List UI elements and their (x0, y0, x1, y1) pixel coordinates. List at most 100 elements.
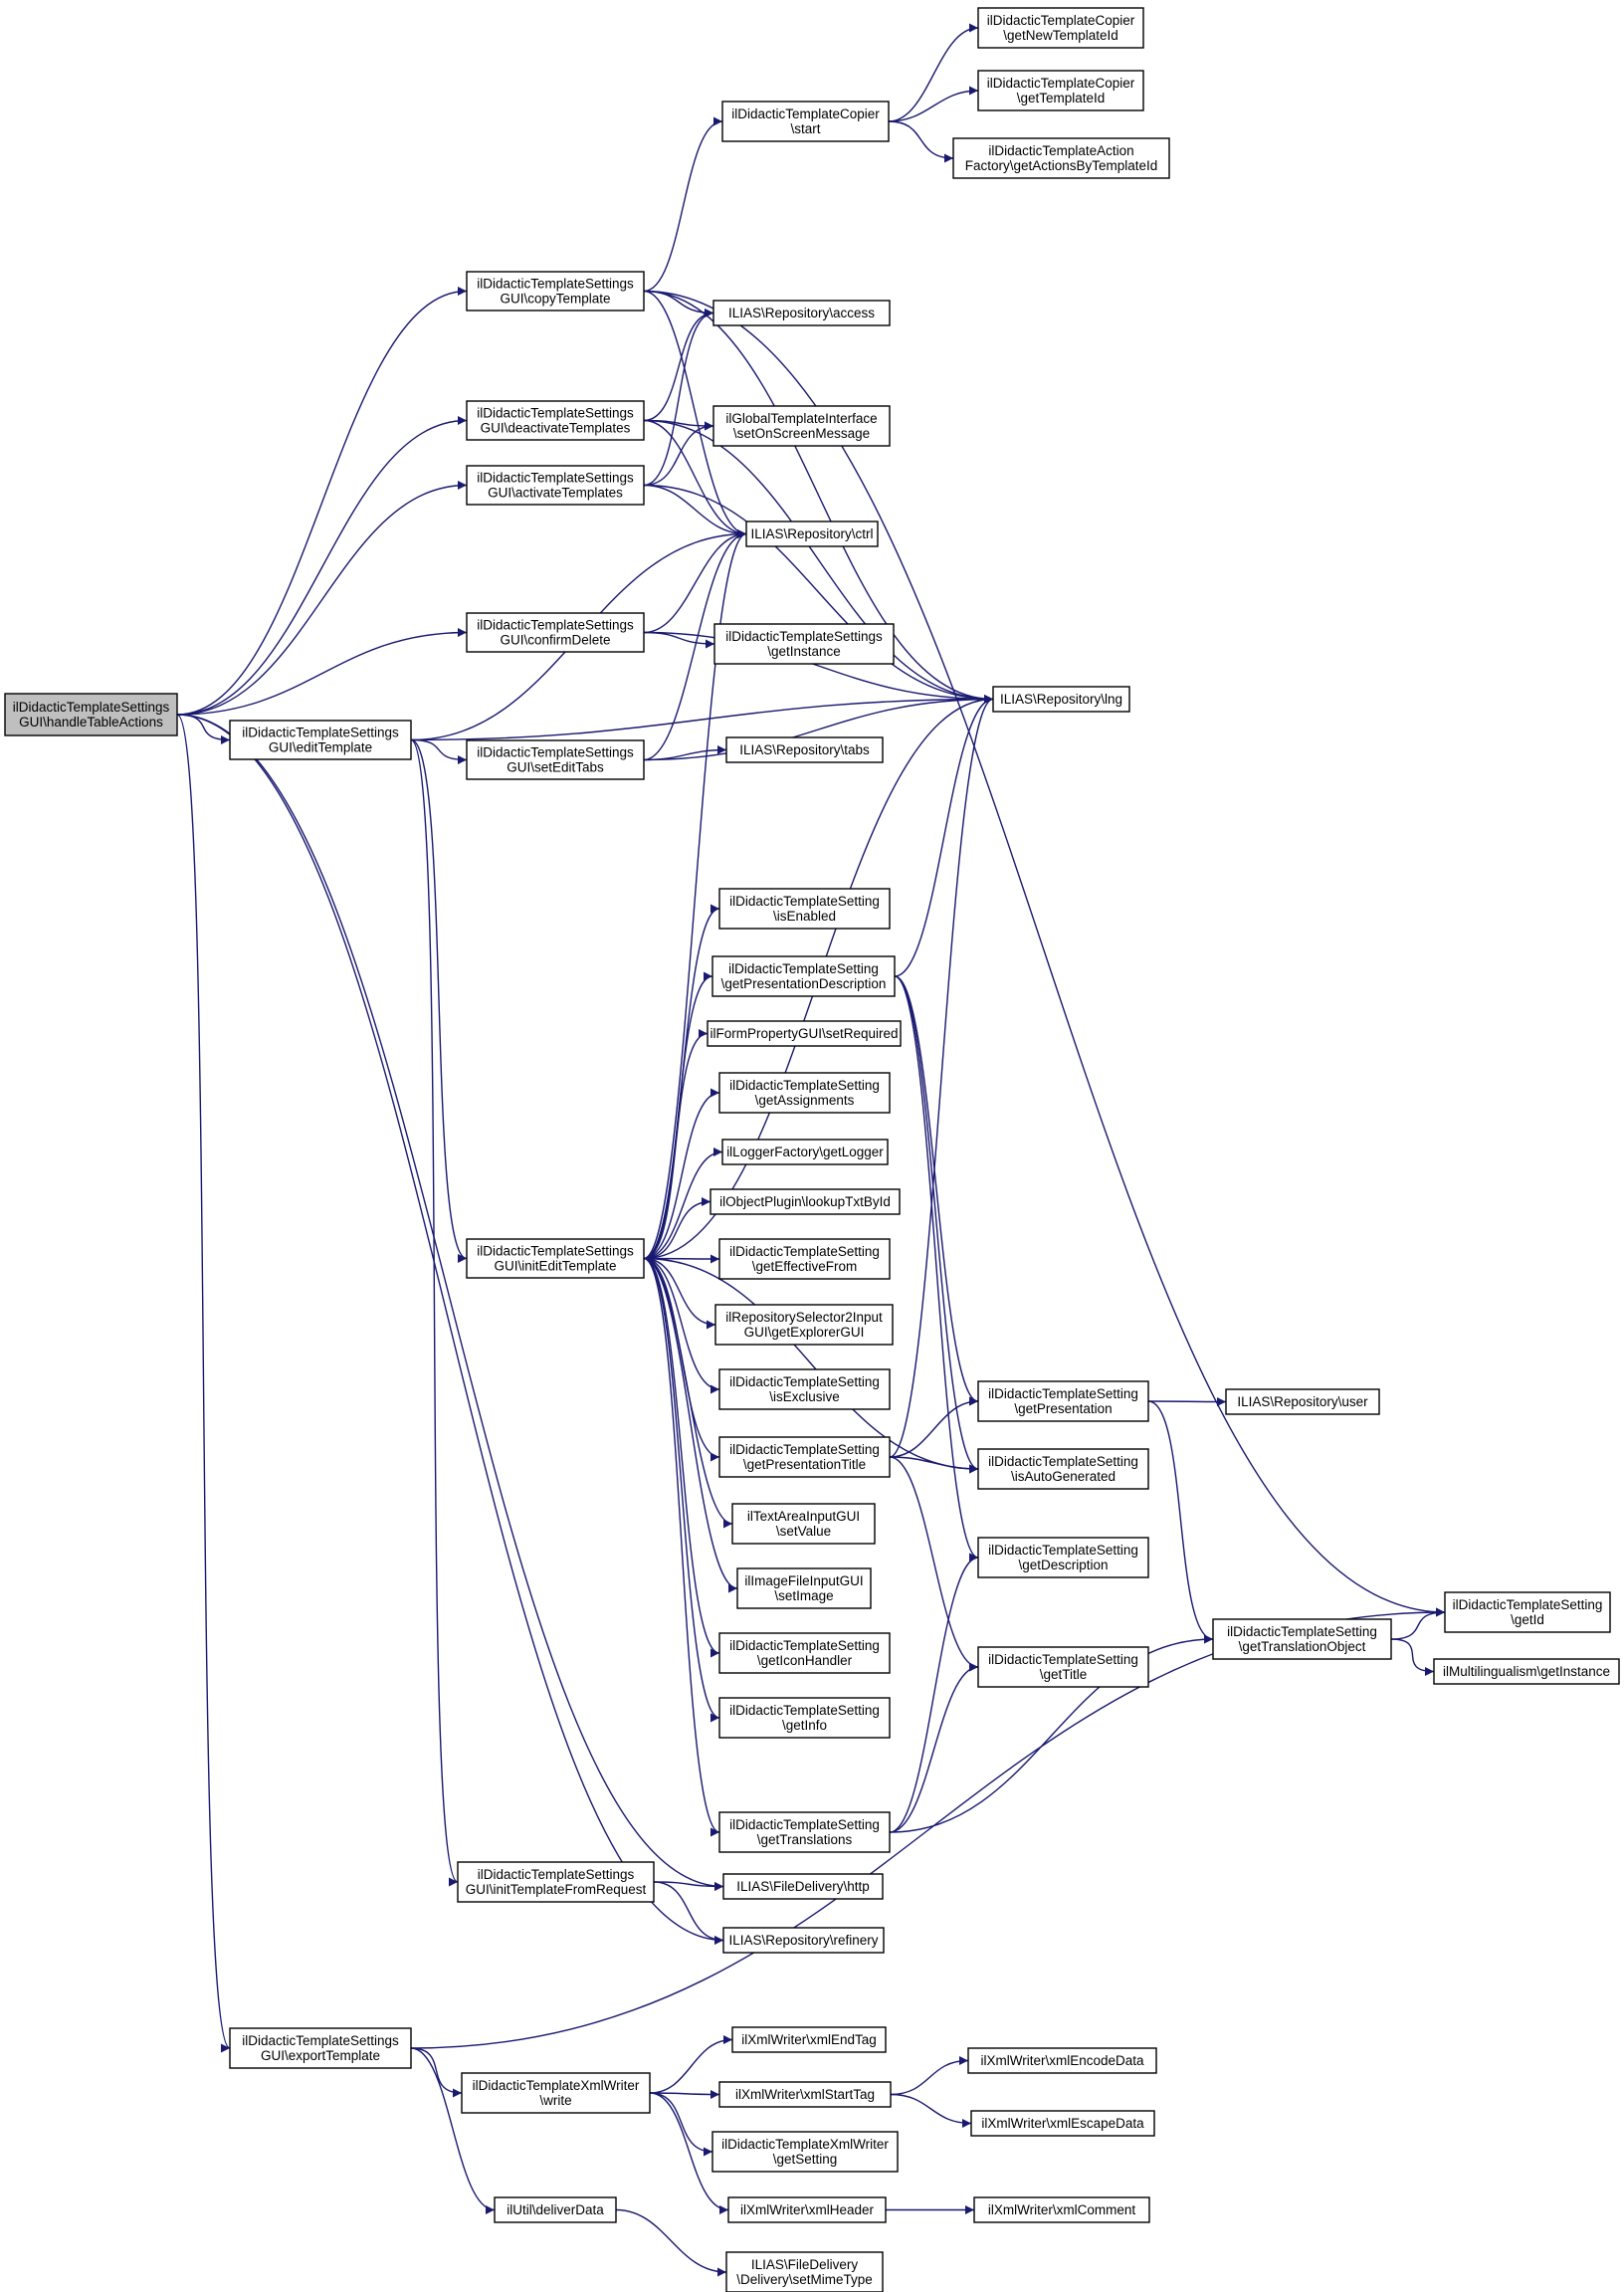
node-trans-obj[interactable]: ilDidacticTemplateSetting\getTranslation… (1212, 1618, 1392, 1660)
node-edit-template[interactable]: ilDidacticTemplateSettingsGUI\editTempla… (229, 720, 412, 760)
node-on-screen[interactable]: ilGlobalTemplateInterface\setOnScreenMes… (712, 405, 891, 447)
node-get-pres-desc[interactable]: ilDidacticTemplateSetting\getPresentatio… (711, 955, 896, 997)
node-icon-handler[interactable]: ilDidacticTemplateSetting\getIconHandler (718, 1632, 891, 1674)
node-access[interactable]: ILIAS\Repository\access (712, 300, 891, 326)
node-copier-tpl-id[interactable]: ilDidacticTemplateCopier\getTemplateId (977, 70, 1144, 111)
node-label: \getDescription (1018, 1558, 1108, 1572)
node-copier-new-id[interactable]: ilDidacticTemplateCopier\getNewTemplateI… (977, 7, 1144, 49)
node-xml-header[interactable]: ilXmlWriter\xmlHeader (727, 2196, 887, 2223)
node-set-required[interactable]: ilFormPropertyGUI\setRequired (707, 1020, 902, 1047)
node-set-edit-tabs[interactable]: ilDidacticTemplateSettingsGUI\setEditTab… (466, 739, 645, 780)
node-label: \setImage (774, 1588, 833, 1603)
node-label: ILIAS\FileDelivery (751, 2257, 859, 2272)
node-mime-type[interactable]: ILIAS\FileDelivery\Delivery\setMimeType (725, 2251, 884, 2292)
edge-init-edit-to-icon-handler (643, 1257, 720, 1658)
node-label: ilDidacticTemplateSetting (729, 894, 880, 909)
node-label: \getAssignments (755, 1093, 855, 1108)
node-get-logger[interactable]: ilLoggerFactory\getLogger (721, 1139, 889, 1165)
edge-init-edit-to-image-file (643, 1257, 738, 1593)
node-xml-end-tag[interactable]: ilXmlWriter\xmlEndTag (731, 2026, 887, 2053)
edge-get-presentation-to-user (1147, 1396, 1227, 1406)
node-box (977, 1646, 1149, 1688)
edge-set-edit-tabs-to-lng (643, 695, 994, 761)
edge-deactivate-to-lng (643, 419, 994, 704)
node-box (718, 2081, 892, 2108)
node-copy-template[interactable]: ilDidacticTemplateSettingsGUI\copyTempla… (466, 271, 645, 312)
edge-handle-to-deactivate (176, 416, 468, 716)
node-layer: ilDidacticTemplateSettingsGUI\handleTabl… (4, 7, 1620, 2292)
node-export-template[interactable]: ilDidacticTemplateSettingsGUI\exportTemp… (229, 2027, 412, 2069)
node-xml-escape[interactable]: ilXmlWriter\xmlEscapeData (970, 2110, 1155, 2137)
edge-init-edit-to-get-info (643, 1257, 720, 1723)
node-deliver-data[interactable]: ilUtil\deliverData (494, 2196, 617, 2223)
edge-set-edit-tabs-to-ctrl (643, 529, 747, 761)
node-lng[interactable]: ILIAS\Repository\lng (992, 686, 1130, 713)
node-label: ilObjectPlugin\lookupTxtById (719, 1194, 891, 1209)
edge-layer (176, 23, 1446, 2277)
node-deactivate[interactable]: ilDidacticTemplateSettingsGUI\deactivate… (466, 400, 645, 441)
node-label: ilDidacticTemplateCopier (987, 13, 1135, 28)
node-multiling[interactable]: ilMultilingualism\getInstance (1433, 1658, 1620, 1685)
node-eff-from[interactable]: ilDidacticTemplateSetting\getEffectiveFr… (718, 1238, 891, 1280)
node-box (1225, 1388, 1380, 1415)
edge-pres-title-to-get-title (889, 1456, 979, 1672)
node-activate[interactable]: ilDidacticTemplateSettingsGUI\activateTe… (466, 465, 645, 506)
edge-edit-template-to-set-edit-tabs (410, 738, 468, 764)
node-box (718, 1811, 891, 1853)
node-text-area[interactable]: ilTextAreaInputGUI\setValue (731, 1503, 876, 1545)
node-translations[interactable]: ilDidacticTemplateSetting\getTranslation… (718, 1811, 891, 1853)
edge-init-edit-to-set-required (643, 1029, 709, 1260)
node-confirm-delete[interactable]: ilDidacticTemplateSettingsGUI\confirmDel… (466, 612, 645, 653)
edge-handle-to-http (176, 714, 724, 1891)
node-get-presentation[interactable]: ilDidacticTemplateSetting\getPresentatio… (977, 1380, 1149, 1422)
node-label: GUI\deactivateTemplates (481, 421, 631, 436)
node-label: \getTemplateId (1017, 91, 1106, 105)
edge-copier-start-to-copier-tpl-id (888, 86, 979, 122)
node-label: ilDidacticTemplateSetting (729, 1078, 880, 1093)
node-init-from-req[interactable]: ilDidacticTemplateSettingsGUI\initTempla… (457, 1861, 655, 1903)
node-box (977, 7, 1144, 49)
edge-get-pres-desc-to-is-auto (894, 975, 979, 1474)
edge-xml-write-to-xml-header (649, 2092, 729, 2214)
node-box (4, 693, 178, 736)
node-label: \isAutoGenerated (1011, 1469, 1116, 1484)
node-box (466, 271, 645, 312)
node-box (461, 2072, 651, 2114)
node-xml-start-tag[interactable]: ilXmlWriter\xmlStartTag (718, 2081, 892, 2108)
node-handle[interactable]: ilDidacticTemplateSettingsGUI\handleTabl… (4, 693, 178, 736)
node-action-factory[interactable]: ilDidacticTemplateActionFactory\getActio… (952, 137, 1170, 179)
node-pres-title[interactable]: ilDidacticTemplateSetting\getPresentatio… (718, 1436, 891, 1478)
node-label: ilXmlWriter\xmlComment (988, 2202, 1136, 2217)
node-is-enabled[interactable]: ilDidacticTemplateSetting\isEnabled (718, 888, 891, 930)
node-is-exclusive[interactable]: ilDidacticTemplateSetting\isExclusive (718, 1368, 891, 1410)
node-xml-encode[interactable]: ilXmlWriter\xmlEncodeData (967, 2047, 1157, 2074)
edge-copy-template-to-access (643, 290, 714, 317)
node-box (731, 2026, 887, 2053)
node-xml-write[interactable]: ilDidacticTemplateXmlWriter\write (461, 2072, 651, 2114)
edge-export-template-to-xml-write (410, 2047, 463, 2098)
node-user[interactable]: ILIAS\Repository\user (1225, 1388, 1380, 1415)
node-xml-get-setting[interactable]: ilDidacticTemplateXmlWriter\getSetting (711, 2131, 899, 2173)
node-init-edit[interactable]: ilDidacticTemplateSettingsGUI\initEditTe… (466, 1238, 645, 1279)
node-is-auto[interactable]: ilDidacticTemplateSetting\isAutoGenerate… (977, 1448, 1149, 1490)
node-label: ilDidacticTemplateSetting (988, 1543, 1138, 1558)
edge-deliver-data-to-mime-type (615, 2208, 727, 2277)
node-get-description[interactable]: ilDidacticTemplateSetting\getDescription (977, 1537, 1149, 1578)
node-xml-comment[interactable]: ilXmlWriter\xmlComment (973, 2196, 1150, 2223)
node-get-title[interactable]: ilDidacticTemplateSetting\getTitle (977, 1646, 1149, 1688)
node-tabs[interactable]: ILIAS\Repository\tabs (725, 736, 884, 763)
node-get-id[interactable]: ilDidacticTemplateSetting\getId (1444, 1591, 1611, 1633)
node-label: ilDidacticTemplateAction (988, 143, 1133, 158)
node-label: \getTranslationObject (1239, 1639, 1366, 1654)
node-http[interactable]: ILIAS\FileDelivery\http (722, 1873, 884, 1900)
node-image-file[interactable]: ilImageFileInputGUI\setImage (736, 1567, 872, 1609)
node-settings-instance[interactable]: ilDidacticTemplateSettings\getInstance (713, 623, 895, 665)
node-label: GUI\activateTemplates (488, 486, 623, 501)
node-get-assignments[interactable]: ilDidacticTemplateSetting\getAssignments (718, 1072, 891, 1114)
node-ctrl[interactable]: ILIAS\Repository\ctrl (745, 521, 879, 547)
node-get-info[interactable]: ilDidacticTemplateSetting\getInfo (718, 1697, 891, 1739)
node-refinery[interactable]: ILIAS\Repository\refinery (722, 1927, 885, 1954)
node-explorer-gui[interactable]: ilRepositorySelector2InputGUI\getExplore… (714, 1304, 894, 1346)
node-lookup-txt[interactable]: ilObjectPlugin\lookupTxtById (710, 1188, 901, 1215)
node-copier-start[interactable]: ilDidacticTemplateCopier\start (721, 101, 890, 142)
